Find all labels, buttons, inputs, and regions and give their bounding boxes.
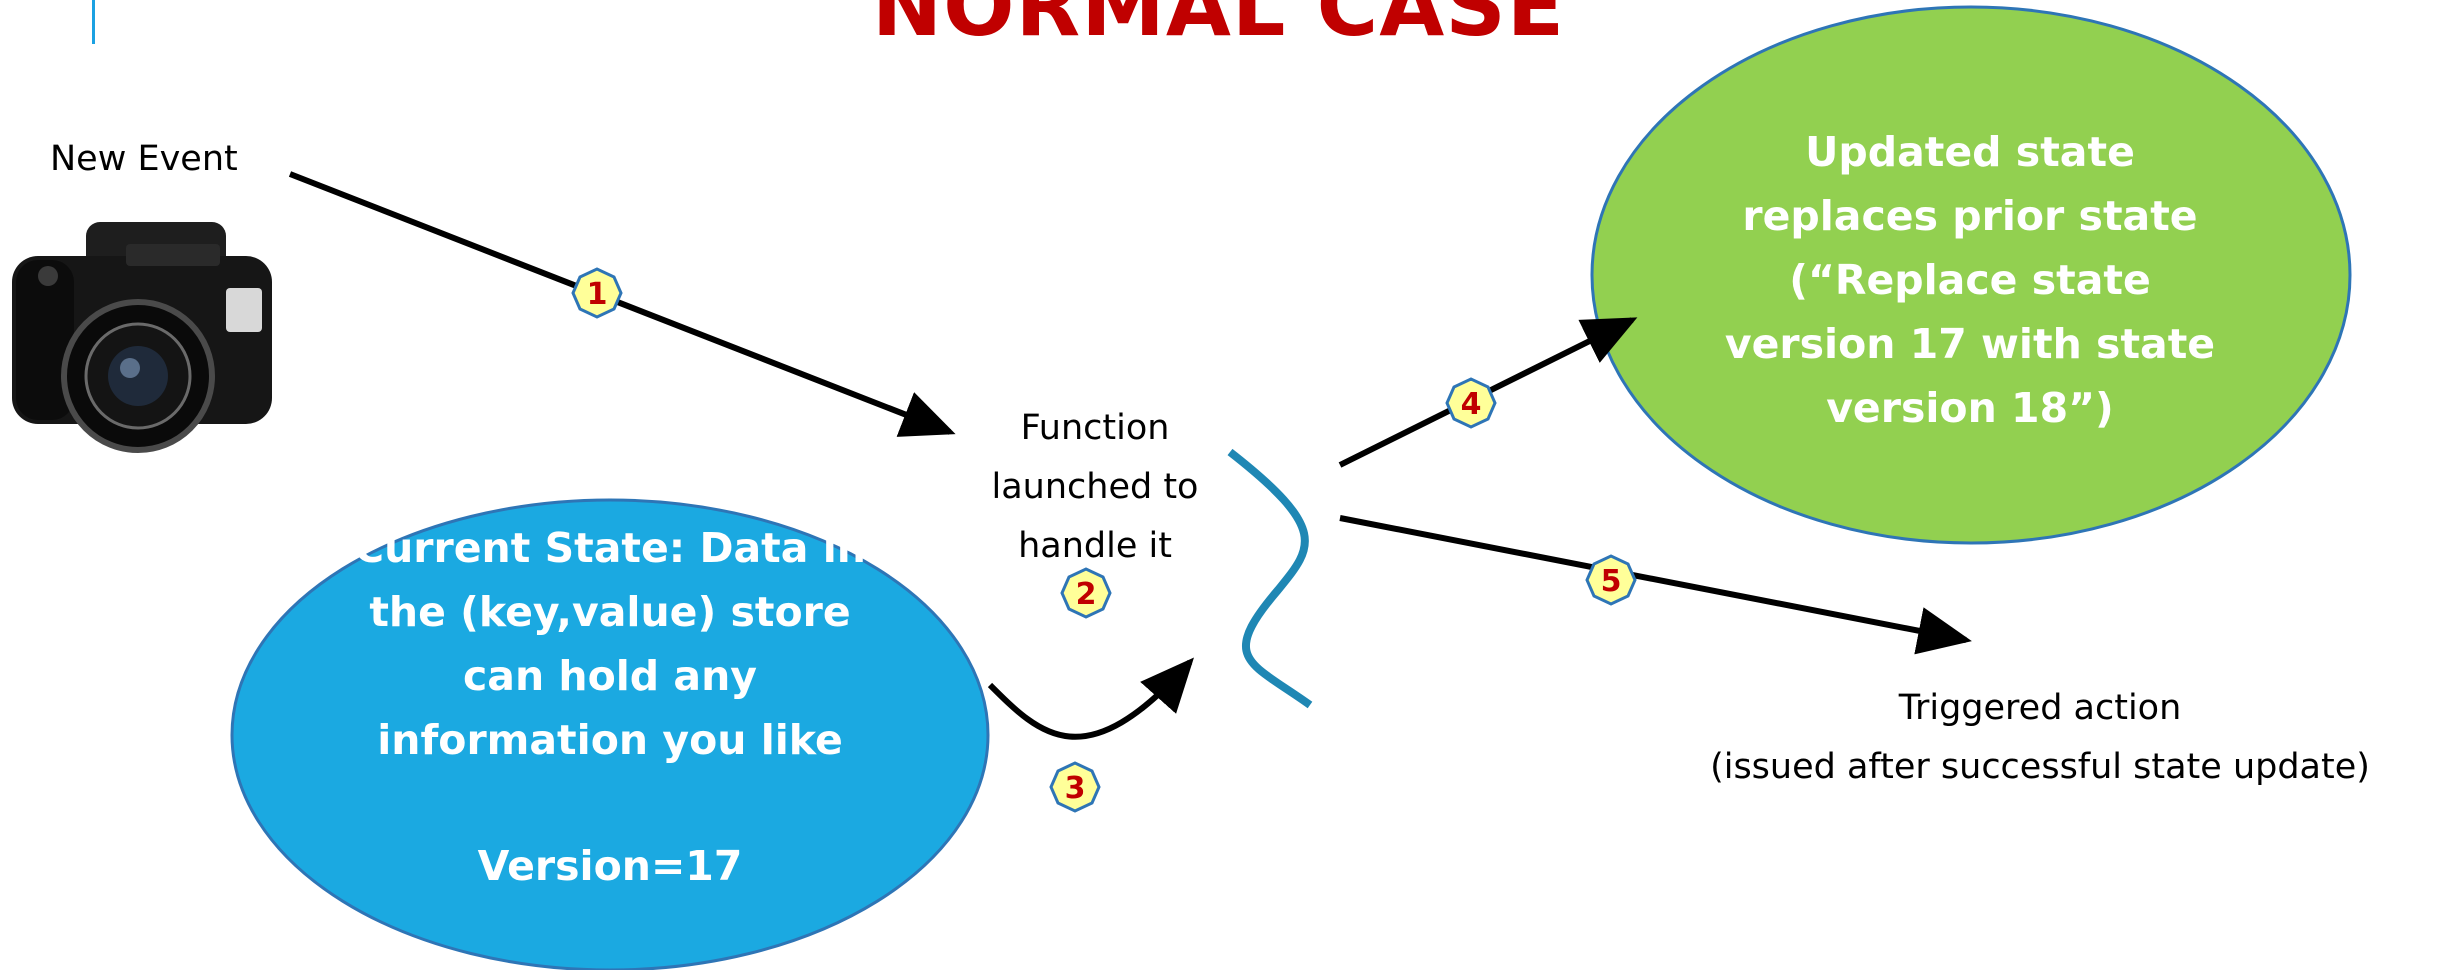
triggered-action-label: Triggered action (issued after successfu…: [1680, 679, 2400, 797]
page-title: NORMAL CASE: [871, 0, 1566, 55]
updated-state-ellipse: [1590, 5, 2352, 545]
arrow-new-event-to-function: [288, 171, 956, 437]
step-badge-3: [1049, 761, 1101, 813]
updated-state-line-5: version 18”): [1826, 384, 2114, 432]
step-number-3: 3: [1065, 771, 1086, 806]
current-state-line-4: information you like: [377, 716, 843, 764]
step-number-5: 5: [1601, 564, 1622, 599]
step-number-2: 2: [1076, 577, 1097, 612]
arrow-state-to-function: [987, 657, 1194, 740]
current-state-line-2: the (key,value) store: [369, 588, 851, 636]
triggered-action-line-1: Triggered action: [1898, 688, 2182, 728]
accent-bar: [92, 0, 95, 44]
current-state-ellipse: [230, 498, 990, 970]
camera-icon: [12, 222, 272, 453]
arrow-function-to-triggered-action: [1339, 515, 1972, 655]
updated-state-line-2: replaces prior state: [1742, 192, 2198, 240]
new-event-label: New Event: [50, 139, 238, 179]
step-number-4: 4: [1461, 387, 1482, 422]
function-label-line-3: handle it: [1018, 526, 1172, 566]
step-badge-5: [1585, 554, 1637, 606]
current-state-line-1: Current State: Data in: [354, 524, 866, 572]
triggered-action-line-2: (issued after successful state update): [1710, 747, 2370, 787]
current-state-version: Version=17: [477, 842, 743, 890]
updated-state-text: Updated state replaces prior state (“Rep…: [1680, 120, 2260, 440]
updated-state-line-3: (“Replace state: [1789, 256, 2151, 304]
function-label: Function launched to handle it: [945, 399, 1245, 576]
current-state-text: Current State: Data in the (key,value) s…: [300, 516, 920, 898]
step-number-1: 1: [587, 277, 608, 312]
current-state-line-3: can hold any: [462, 652, 758, 700]
updated-state-line-4: version 17 with state: [1724, 320, 2216, 368]
step-badge-4: [1445, 377, 1497, 429]
updated-state-line-1: Updated state: [1805, 128, 2135, 176]
function-label-line-2: launched to: [991, 467, 1199, 507]
step-badge-2: [1060, 567, 1112, 619]
step-badge-1: [571, 267, 623, 319]
function-wave: [1227, 448, 1313, 709]
function-label-line-1: Function: [1020, 408, 1170, 448]
